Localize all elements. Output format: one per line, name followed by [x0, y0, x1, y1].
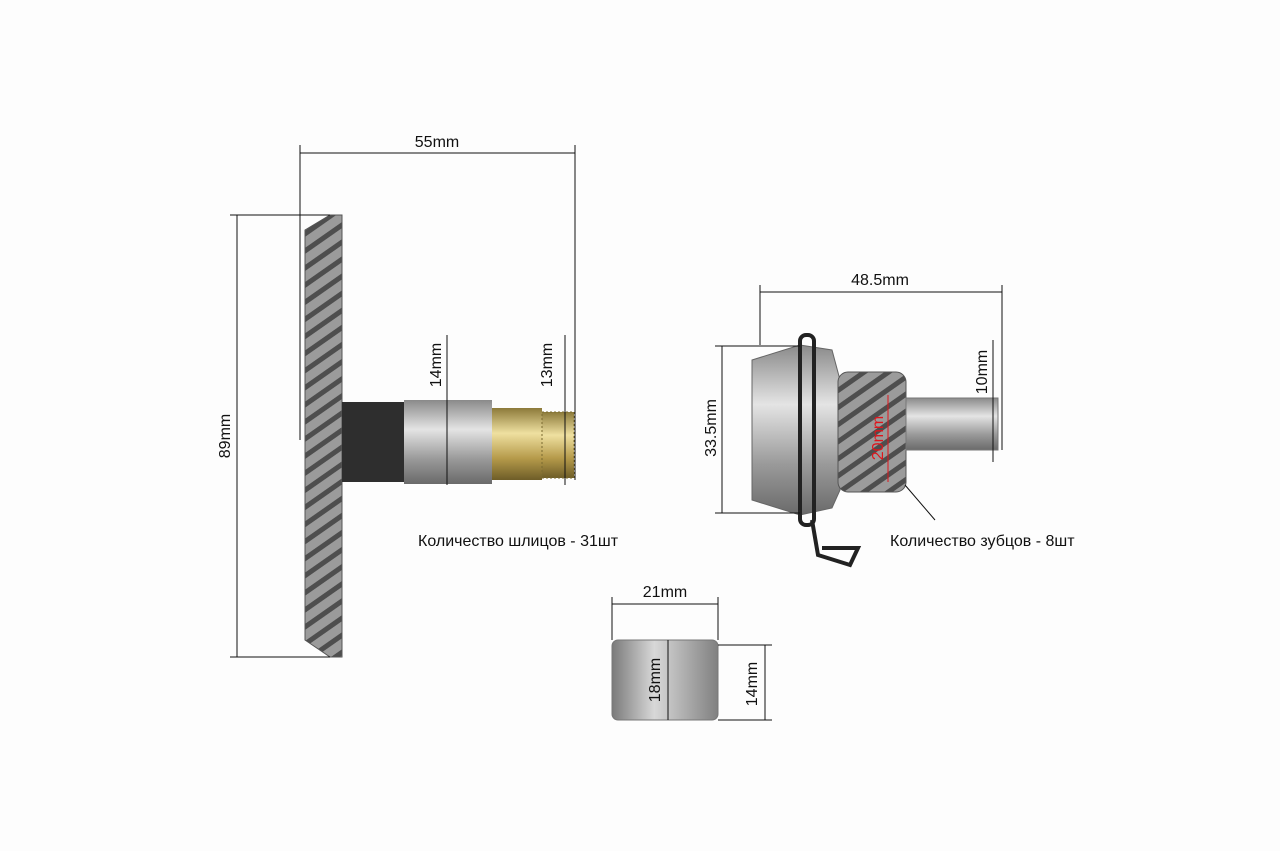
dim-part1-shaft-diameter: 14mm [428, 335, 448, 485]
dim-part2-gear-diameter: 20mm [870, 395, 889, 482]
dim-part1-length: 55mm [299, 134, 576, 480]
bushing [611, 639, 719, 721]
svg-text:14mm: 14mm [428, 343, 445, 387]
svg-text:33.5mm: 33.5mm [703, 399, 720, 457]
dim-part3-inner-diameter: 14mm [718, 644, 772, 721]
dim-part2-length: 48.5mm [759, 272, 1003, 450]
dim-part2-shaft-diameter: 10mm [974, 340, 994, 462]
dim-part1-gear-diameter: 89mm [217, 214, 330, 658]
dim-part1-spline-diameter: 13mm [539, 335, 566, 485]
svg-text:10mm: 10mm [974, 350, 991, 394]
dim-part3-outer-diameter: 18mm [647, 640, 669, 720]
svg-text:55mm: 55mm [415, 134, 459, 151]
svg-text:20mm: 20mm [870, 416, 887, 460]
starter-pinion [751, 333, 999, 568]
spline-count-note: Количество шлицов - 31шт [418, 533, 619, 550]
kickstart-gear-shaft [304, 214, 575, 658]
svg-text:14mm: 14mm [744, 662, 761, 706]
dim-part3-length: 21mm [611, 584, 719, 640]
svg-text:18mm: 18mm [647, 658, 664, 702]
svg-text:21mm: 21mm [643, 584, 687, 601]
svg-text:13mm: 13mm [539, 343, 556, 387]
svg-text:89mm: 89mm [217, 414, 234, 458]
svg-text:48.5mm: 48.5mm [851, 272, 909, 289]
dim-part2-cup-diameter: 33.5mm [703, 345, 800, 514]
teeth-count-note: Количество зубцов - 8шт [890, 533, 1075, 550]
